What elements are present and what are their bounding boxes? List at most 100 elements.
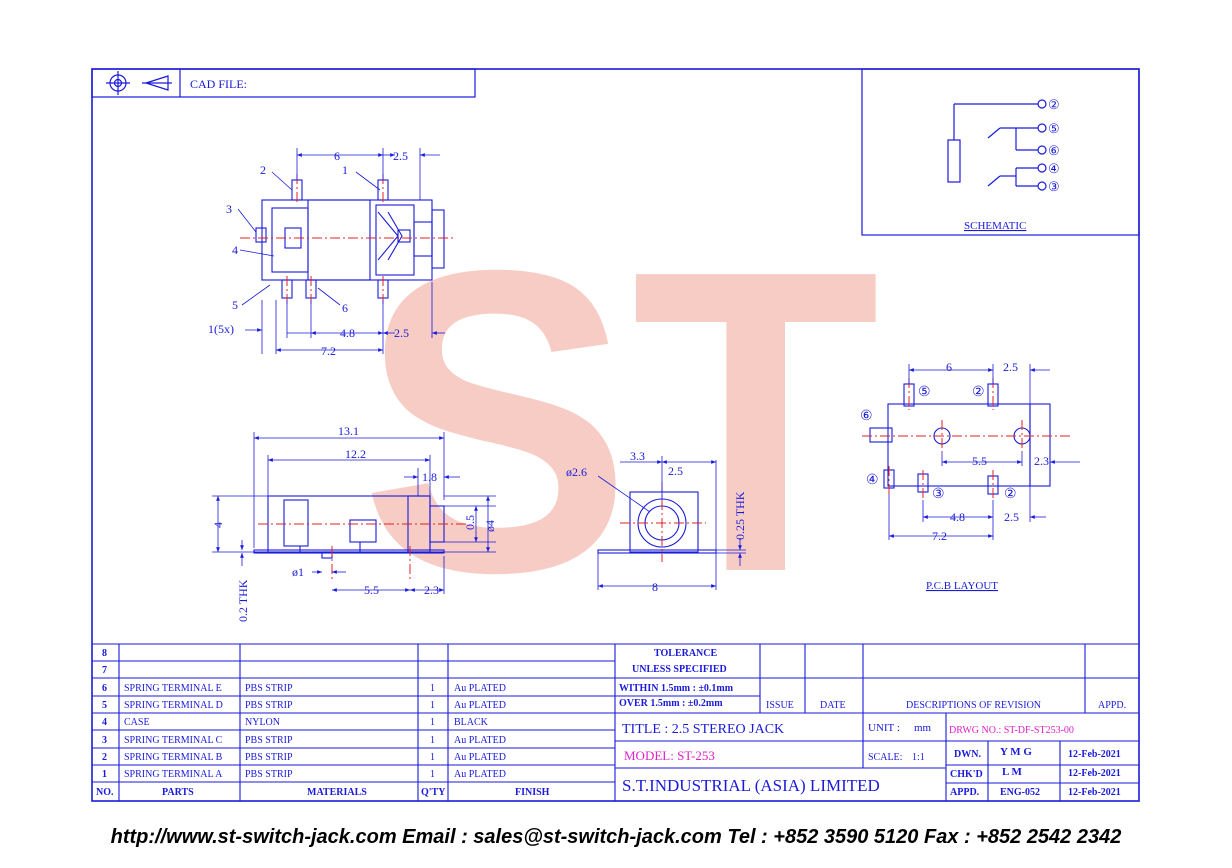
svg-text:6: 6 <box>102 683 107 694</box>
schematic-box <box>861 68 1140 236</box>
pcb-layout-label: P.C.B LAYOUT <box>926 580 998 592</box>
svg-text:1.8: 1.8 <box>422 470 437 484</box>
svg-text:DESCRIPTIONS OF REVISION: DESCRIPTIONS OF REVISION <box>906 700 1041 711</box>
svg-text:8: 8 <box>102 648 107 659</box>
top-view-labels: 6 2.5 2 1 3 4 5 6 1(5x) 4.8 2.5 7.2 <box>208 149 409 358</box>
svg-text:SPRING TERMINAL E: SPRING TERMINAL E <box>124 683 222 694</box>
svg-text:mm: mm <box>914 722 932 734</box>
svg-text:②: ② <box>1048 97 1060 112</box>
bottom-table-grid <box>92 643 1139 801</box>
svg-text:SPRING TERMINAL D: SPRING TERMINAL D <box>124 700 223 711</box>
svg-text:DATE: DATE <box>820 700 846 711</box>
svg-text:1:1: 1:1 <box>912 752 925 763</box>
table-row: 2 SPRING TERMINAL B PBS STRIP 1 Au PLATE… <box>102 752 506 763</box>
svg-text:⑤: ⑤ <box>918 385 931 400</box>
svg-text:CASE: CASE <box>124 717 150 728</box>
pcb-dims <box>888 364 1080 540</box>
svg-text:Y M G: Y M G <box>1000 746 1032 758</box>
svg-text:2.3: 2.3 <box>424 583 439 597</box>
svg-text:Au PLATED: Au PLATED <box>454 700 506 711</box>
svg-text:2.5: 2.5 <box>1003 360 1018 374</box>
drawing-number: DRWG NO.: ST-DF-ST253-00 <box>949 725 1074 736</box>
svg-text:2.5: 2.5 <box>394 326 409 340</box>
svg-text:1: 1 <box>430 683 435 694</box>
svg-text:FINISH: FINISH <box>515 787 550 798</box>
st-watermark: ST <box>360 182 880 662</box>
table-row: 5 SPRING TERMINAL D PBS STRIP 1 Au PLATE… <box>102 700 506 711</box>
svg-text:2.3: 2.3 <box>1034 454 1049 468</box>
svg-text:SPRING TERMINAL C: SPRING TERMINAL C <box>124 735 223 746</box>
svg-text:6: 6 <box>946 360 952 374</box>
svg-text:4.8: 4.8 <box>340 326 355 340</box>
svg-text:3: 3 <box>102 735 107 746</box>
svg-text:1: 1 <box>430 735 435 746</box>
svg-text:⑥: ⑥ <box>1048 143 1060 158</box>
svg-text:2: 2 <box>102 752 107 763</box>
table-header: NO. PARTS MATERIALS Q'TY FINISH <box>96 787 550 798</box>
svg-text:1: 1 <box>430 717 435 728</box>
svg-text:13.1: 13.1 <box>338 424 359 438</box>
svg-text:2.5: 2.5 <box>393 149 408 163</box>
svg-text:0.25 THK: 0.25 THK <box>733 491 747 540</box>
svg-text:7.2: 7.2 <box>932 529 947 543</box>
svg-text:③: ③ <box>1048 179 1060 194</box>
svg-text:TOLERANCE: TOLERANCE <box>654 648 717 659</box>
svg-text:2.5: 2.5 <box>1004 510 1019 524</box>
svg-text:1(5x): 1(5x) <box>208 322 234 336</box>
svg-text:PBS STRIP: PBS STRIP <box>245 752 293 763</box>
svg-text:ø1: ø1 <box>292 565 304 579</box>
svg-text:DWN.: DWN. <box>954 749 981 760</box>
svg-text:5: 5 <box>102 700 107 711</box>
contact-footer: http://www.st-switch-jack.com Email : sa… <box>110 826 1122 848</box>
table-row: 1 SPRING TERMINAL A PBS STRIP 1 Au PLATE… <box>102 769 506 780</box>
svg-text:4.8: 4.8 <box>950 510 965 524</box>
svg-text:③: ③ <box>932 487 945 502</box>
cad-file-label: CAD FILE: <box>190 77 247 91</box>
svg-text:3.3: 3.3 <box>630 449 645 463</box>
front-view-dims <box>597 456 746 590</box>
svg-text:0.5: 0.5 <box>463 515 477 530</box>
projection-symbol-icon <box>106 71 172 95</box>
svg-text:PBS STRIP: PBS STRIP <box>245 683 293 694</box>
svg-text:⑥: ⑥ <box>860 409 873 424</box>
svg-text:ENG-052: ENG-052 <box>1000 787 1040 798</box>
svg-text:BLACK: BLACK <box>454 717 489 728</box>
svg-text:5.5: 5.5 <box>972 454 987 468</box>
svg-text:SPRING TERMINAL A: SPRING TERMINAL A <box>124 769 223 780</box>
svg-text:6: 6 <box>342 301 348 315</box>
svg-text:4: 4 <box>211 522 225 528</box>
svg-text:Q'TY: Q'TY <box>421 787 446 798</box>
table-row: 3 SPRING TERMINAL C PBS STRIP 1 Au PLATE… <box>102 735 506 746</box>
svg-text:7.2: 7.2 <box>321 344 336 358</box>
cad-header <box>91 68 476 98</box>
svg-text:PBS STRIP: PBS STRIP <box>245 735 293 746</box>
watermark-text: ST <box>360 182 880 662</box>
svg-text:④: ④ <box>1048 161 1060 176</box>
svg-text:APPD.: APPD. <box>1098 700 1126 711</box>
drawing-title: TITLE : 2.5 STEREO JACK <box>622 722 784 737</box>
svg-text:Au PLATED: Au PLATED <box>454 752 506 763</box>
svg-text:⑤: ⑤ <box>1048 121 1060 136</box>
table-row: 6 SPRING TERMINAL E PBS STRIP 1 Au PLATE… <box>102 683 506 694</box>
company-name: S.T.INDUSTRIAL (ASIA) LIMITED <box>622 776 880 795</box>
svg-text:WITHIN 1.5mm : ±0.1mm: WITHIN 1.5mm : ±0.1mm <box>619 683 734 694</box>
side-view-dims <box>212 432 496 594</box>
svg-text:Au PLATED: Au PLATED <box>454 769 506 780</box>
tolerance-block: TOLERANCE UNLESS SPECIFIED WITHIN 1.5mm … <box>619 648 734 709</box>
svg-text:PARTS: PARTS <box>162 787 194 798</box>
svg-text:L M: L M <box>1002 766 1022 778</box>
svg-text:SPRING TERMINAL B: SPRING TERMINAL B <box>124 752 223 763</box>
revision-header: ISSUE DATE DESCRIPTIONS OF REVISION APPD… <box>766 700 1126 711</box>
svg-text:4: 4 <box>102 717 107 728</box>
svg-text:7: 7 <box>102 665 107 676</box>
svg-text:2.5: 2.5 <box>668 464 683 478</box>
svg-text:Au PLATED: Au PLATED <box>454 683 506 694</box>
svg-text:④: ④ <box>866 473 879 488</box>
svg-text:12-Feb-2021: 12-Feb-2021 <box>1068 749 1121 760</box>
svg-text:5: 5 <box>232 298 238 312</box>
svg-text:3: 3 <box>226 202 232 216</box>
svg-text:OVER 1.5mm : ±0.2mm: OVER 1.5mm : ±0.2mm <box>619 698 723 709</box>
svg-text:1: 1 <box>430 700 435 711</box>
svg-text:UNIT :: UNIT : <box>868 722 900 734</box>
